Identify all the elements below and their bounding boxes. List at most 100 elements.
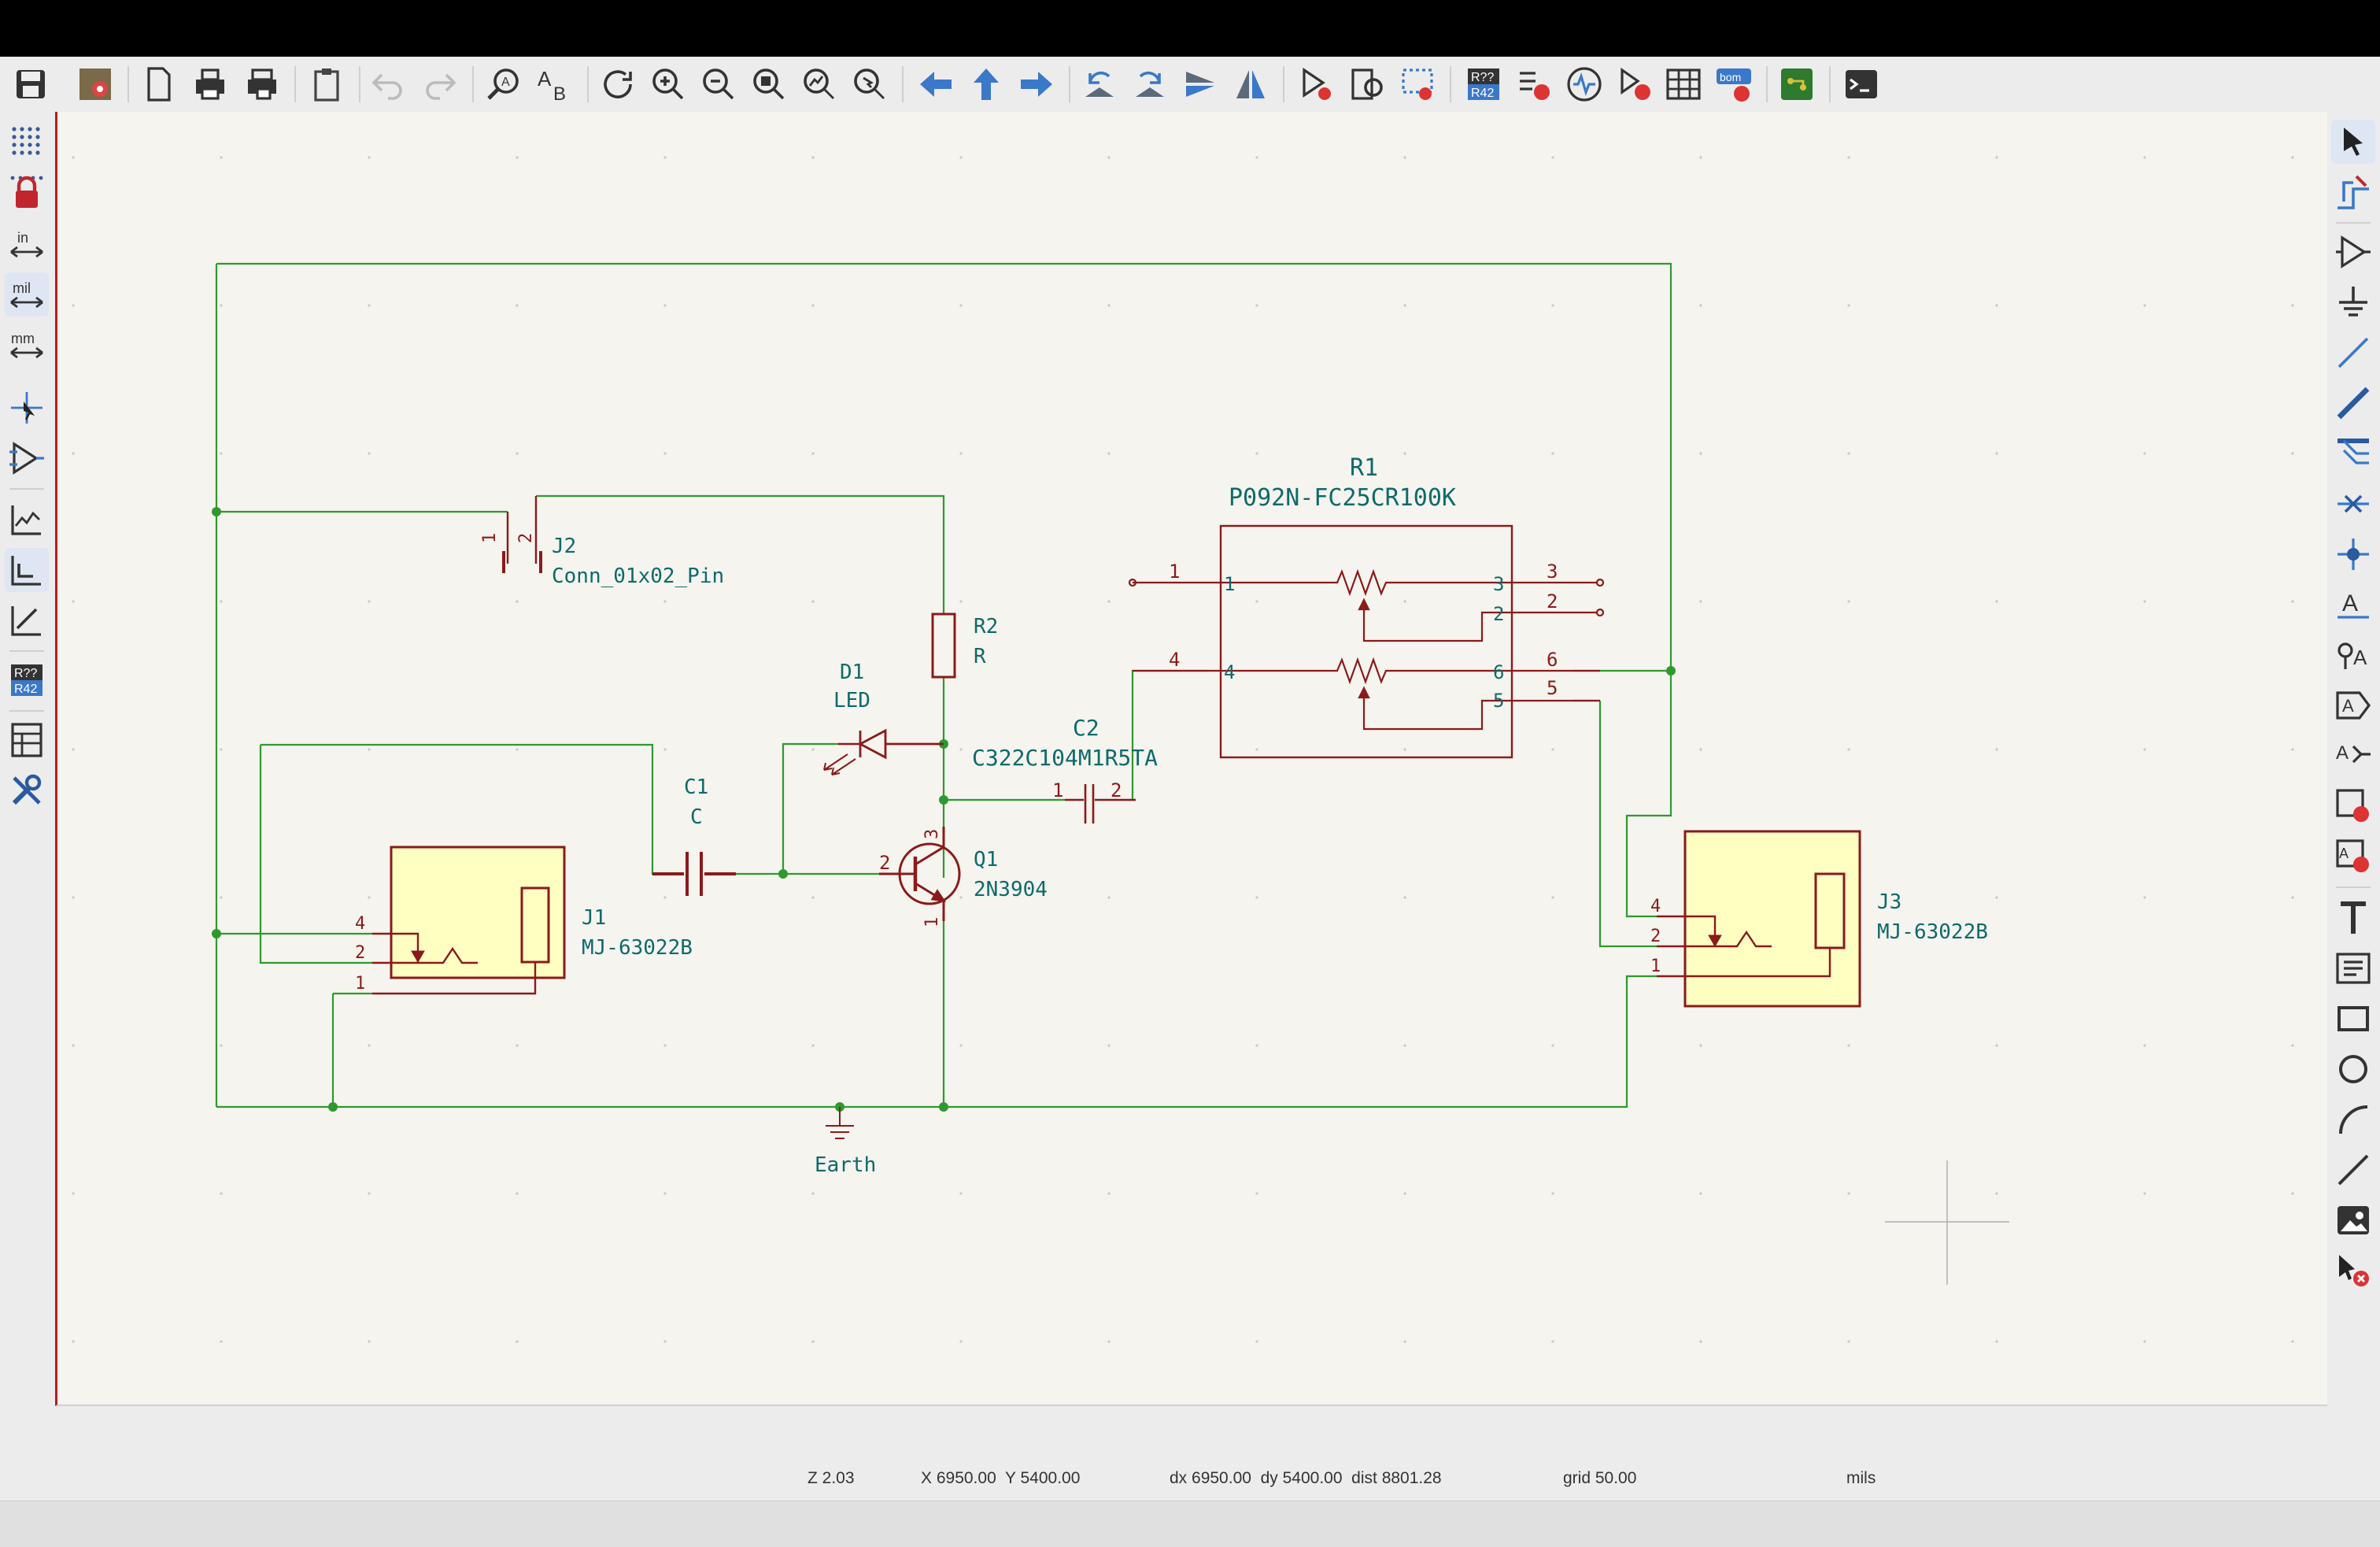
grid-dot [811,1044,815,1047]
svg-text:bom: bom [1720,71,1741,83]
zoom-fit-icon[interactable] [748,63,790,105]
simulator-icon[interactable] [1563,63,1606,105]
import-sheet-pin-icon[interactable] [2331,784,2375,828]
J1-audio-jack[interactable] [372,846,566,995]
Q1-transistor[interactable] [879,827,961,921]
mirror-horizontal-icon[interactable] [1229,63,1272,105]
add-circle-icon[interactable] [2331,1047,2375,1091]
schematic-canvas[interactable]: 1 2 J2 Conn_01x02_Pin R2 R D1 LED C1 [55,112,2327,1406]
hierarchical-sheet-icon[interactable]: A [2331,734,2375,778]
add-bus-entry-icon[interactable] [2331,431,2375,476]
grid-dot [220,896,223,899]
pcb-editor-icon[interactable] [1776,63,1818,105]
zoom-objects-icon[interactable] [798,63,841,105]
schematic-drawing[interactable]: 1 2 J2 Conn_01x02_Pin R2 R D1 LED C1 [57,112,2327,1405]
lock-icon[interactable] [5,170,49,214]
find-icon[interactable]: A [483,63,526,105]
hierarchy-pins-icon[interactable] [5,436,49,480]
mils-units-button[interactable]: mil [5,272,49,316]
add-symbol-icon[interactable] [2331,230,2375,274]
grid-icon[interactable] [5,120,49,164]
scripting-console-icon[interactable] [1840,63,1883,105]
line-angle-free-icon[interactable] [5,498,49,542]
erc-icon[interactable] [1513,63,1555,105]
global-label-icon[interactable]: A [2331,633,2375,677]
R1-dual-potentiometer[interactable] [1128,524,1605,759]
net-label-icon[interactable]: A [2331,583,2375,627]
undo-icon[interactable] [367,63,409,105]
symbol-editor-icon[interactable] [1295,63,1338,105]
footprint-assign-icon[interactable] [1396,63,1439,105]
navigate-forward-icon[interactable] [1015,63,1058,105]
J3-audio-jack[interactable] [1657,830,1861,1008]
select-icon[interactable] [2331,120,2375,164]
assign-footprints-icon[interactable] [1613,63,1656,105]
D1-led[interactable] [823,728,944,775]
hierarchical-label-icon[interactable]: A [2331,683,2375,727]
properties-panel-icon[interactable] [5,718,49,762]
J3-value: MJ-63022B [1877,920,1988,944]
grid-dot [368,748,371,751]
grid-dot [959,1192,963,1195]
add-line-icon[interactable] [2331,1148,2375,1192]
earth-ground-symbol[interactable] [826,1107,854,1139]
annotate-icon[interactable]: R??R42 [5,658,49,702]
inches-units-button[interactable]: in [5,222,49,266]
rotate-ccw-icon[interactable] [1078,63,1121,105]
svg-text:A: A [2339,846,2349,861]
zoom-out-icon[interactable] [697,63,740,105]
no-connect-icon[interactable] [2331,482,2375,526]
redo-icon[interactable] [419,63,461,105]
rotate-cw-icon[interactable] [1129,63,1171,105]
add-arc-icon[interactable] [2331,1097,2375,1142]
millimeters-units-button[interactable]: mm [5,323,49,367]
add-text-box-icon[interactable] [2331,946,2375,990]
schematic-setup-icon[interactable] [74,63,116,105]
grid-dot [1107,1340,1111,1343]
zoom-in-icon[interactable] [647,63,689,105]
paste-icon[interactable] [305,63,348,105]
cursor-icon[interactable] [5,386,49,430]
line-angle-90-icon[interactable] [5,548,49,592]
junction-icon[interactable] [2331,532,2375,576]
print-icon[interactable] [189,63,231,105]
J2-pin1-number: 1 [480,533,500,543]
refresh-icon[interactable] [597,63,639,105]
symbol-fields-table-icon[interactable] [1662,63,1705,105]
annotate-icon[interactable]: R??R42 [1462,63,1505,105]
tools-icon[interactable] [5,768,49,812]
zoom-selection-icon[interactable] [848,63,891,105]
add-text-icon[interactable] [2331,896,2375,940]
C1-capacitor[interactable] [652,852,736,896]
grid-dot [516,1192,519,1195]
line-angle-45-icon[interactable] [5,598,49,642]
new-page-icon[interactable] [137,63,179,105]
grid-dot [220,304,223,307]
navigate-back-icon[interactable] [915,63,957,105]
add-power-icon[interactable] [2331,280,2375,324]
status-bar: Z 2.03 X 6950.00 Y 5400.00 dx 6950.00 dy… [0,1456,2380,1501]
grid-dot [2291,1192,2294,1195]
C2-capacitor[interactable] [1065,784,1136,823]
add-bus-icon[interactable] [2331,381,2375,425]
import-sheet-icon[interactable]: A [2331,835,2375,879]
R2-resistor[interactable] [931,613,956,679]
symbol-browser-icon[interactable] [1346,63,1388,105]
Q1-emitter-pin-number: 1 [922,917,942,927]
svg-text:A: A [538,67,552,91]
Q1-reference: Q1 [974,848,998,872]
delete-tool-icon[interactable] [2331,1249,2375,1293]
grid-dot [1255,896,1258,899]
add-image-icon[interactable] [2331,1198,2375,1242]
navigate-up-icon[interactable] [965,63,1007,105]
J2-connector[interactable] [502,496,542,573]
mirror-vertical-icon[interactable] [1179,63,1221,105]
grid-dot [811,896,815,899]
add-wire-icon[interactable] [2331,331,2375,375]
bom-icon[interactable]: bom [1713,63,1755,105]
save-icon[interactable] [9,63,52,105]
highlight-net-icon[interactable] [2331,170,2375,214]
plot-icon[interactable] [241,63,283,105]
add-rectangle-icon[interactable] [2331,997,2375,1041]
